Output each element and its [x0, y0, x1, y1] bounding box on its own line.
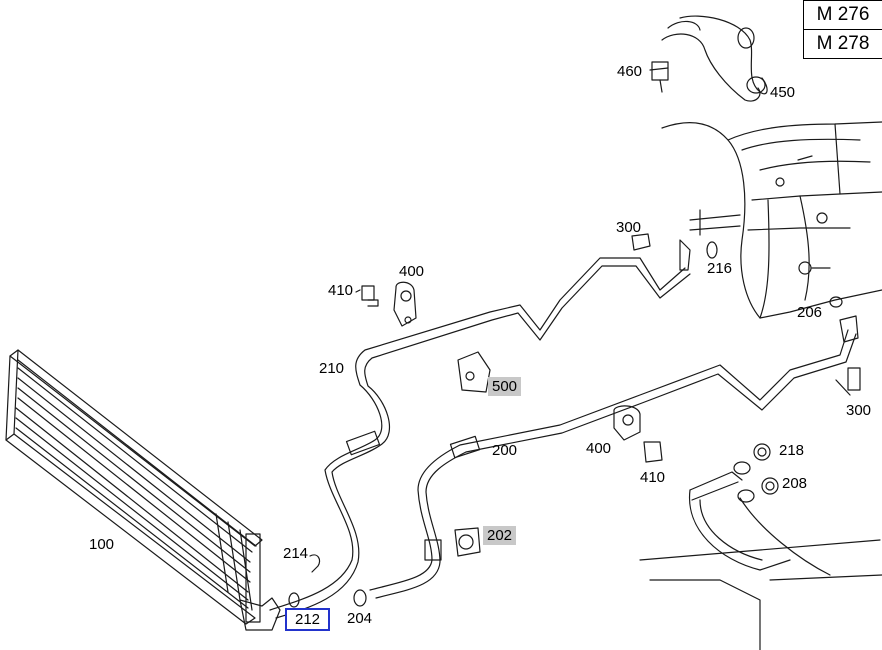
callout-100[interactable]: 100	[89, 536, 115, 553]
callout-300-right[interactable]: 300	[846, 402, 872, 419]
callout-500[interactable]: 500	[488, 377, 522, 396]
engine-code-m276: M 276	[803, 0, 882, 30]
callout-204[interactable]: 204	[347, 610, 373, 627]
callout-400-mid[interactable]: 400	[586, 440, 612, 457]
callout-218[interactable]: 218	[779, 442, 805, 459]
pipe-200	[369, 315, 859, 599]
callout-410-mid[interactable]: 410	[640, 469, 666, 486]
callout-300-top[interactable]: 300	[616, 219, 642, 236]
transmission-housing	[661, 121, 882, 319]
callout-208[interactable]: 208	[782, 475, 808, 492]
engine-code-m278: M 278	[803, 29, 882, 59]
callout-216[interactable]: 216	[707, 260, 733, 277]
callout-450[interactable]: 450	[770, 84, 796, 101]
callout-460[interactable]: 460	[617, 63, 643, 80]
fittings	[288, 67, 882, 650]
callout-214[interactable]: 214	[283, 545, 309, 562]
callout-212[interactable]: 212	[285, 608, 331, 631]
callout-200[interactable]: 200	[492, 442, 518, 459]
oil-cooler-100	[5, 349, 281, 631]
callout-206[interactable]: 206	[797, 304, 823, 321]
callout-202[interactable]: 202	[483, 526, 517, 545]
hose-450	[651, 15, 768, 102]
callout-210[interactable]: 210	[319, 360, 345, 377]
callout-400-left[interactable]: 400	[399, 263, 425, 280]
pipe-210	[269, 239, 691, 619]
callout-410-left[interactable]: 410	[328, 282, 354, 299]
